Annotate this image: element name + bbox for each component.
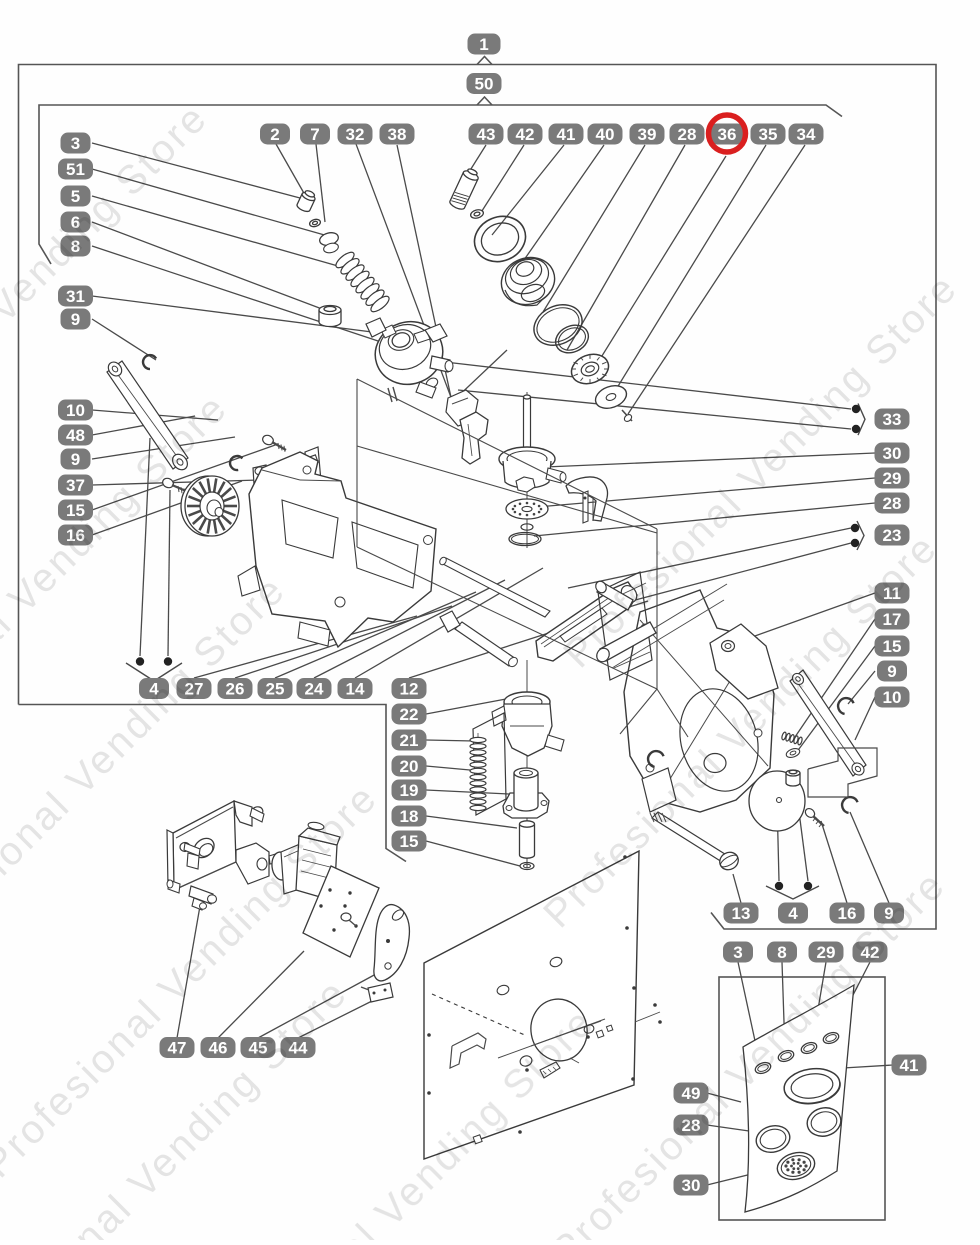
- svg-text:50: 50: [475, 75, 494, 94]
- svg-text:42: 42: [861, 943, 880, 962]
- svg-text:30: 30: [682, 1176, 701, 1195]
- svg-text:17: 17: [883, 610, 902, 629]
- svg-text:9: 9: [71, 450, 80, 469]
- svg-text:31: 31: [66, 287, 85, 306]
- svg-text:51: 51: [66, 160, 85, 179]
- svg-text:33: 33: [883, 410, 902, 429]
- svg-text:45: 45: [249, 1039, 268, 1058]
- svg-text:23: 23: [883, 526, 902, 545]
- svg-text:9: 9: [884, 904, 893, 923]
- svg-text:19: 19: [400, 781, 419, 800]
- svg-text:15: 15: [400, 832, 419, 851]
- svg-text:14: 14: [346, 680, 365, 699]
- svg-text:3: 3: [733, 943, 742, 962]
- svg-text:29: 29: [883, 469, 902, 488]
- svg-text:46: 46: [209, 1039, 228, 1058]
- svg-text:43: 43: [477, 125, 496, 144]
- svg-text:34: 34: [797, 125, 816, 144]
- svg-text:9: 9: [887, 662, 896, 681]
- svg-text:24: 24: [305, 680, 324, 699]
- svg-text:8: 8: [777, 943, 786, 962]
- svg-text:44: 44: [289, 1039, 308, 1058]
- svg-text:8: 8: [71, 237, 80, 256]
- svg-text:10: 10: [883, 688, 902, 707]
- svg-text:39: 39: [638, 125, 657, 144]
- svg-text:7: 7: [310, 125, 319, 144]
- svg-text:28: 28: [883, 494, 902, 513]
- svg-text:28: 28: [678, 125, 697, 144]
- svg-text:30: 30: [883, 444, 902, 463]
- svg-text:16: 16: [66, 526, 85, 545]
- svg-text:12: 12: [400, 680, 419, 699]
- svg-text:32: 32: [346, 125, 365, 144]
- svg-text:47: 47: [168, 1039, 187, 1058]
- svg-text:15: 15: [66, 501, 85, 520]
- svg-text:10: 10: [66, 401, 85, 420]
- svg-text:6: 6: [71, 213, 80, 232]
- svg-text:41: 41: [557, 125, 576, 144]
- svg-text:20: 20: [400, 757, 419, 776]
- svg-text:5: 5: [71, 187, 80, 206]
- svg-text:21: 21: [400, 731, 419, 750]
- svg-text:41: 41: [900, 1056, 919, 1075]
- svg-text:37: 37: [66, 476, 85, 495]
- svg-text:48: 48: [66, 426, 85, 445]
- svg-text:36: 36: [718, 125, 737, 144]
- svg-text:9: 9: [71, 310, 80, 329]
- svg-text:28: 28: [682, 1116, 701, 1135]
- svg-text:4: 4: [788, 904, 798, 923]
- svg-text:42: 42: [516, 125, 535, 144]
- svg-text:26: 26: [226, 680, 245, 699]
- svg-text:4: 4: [149, 680, 159, 699]
- svg-text:11: 11: [883, 584, 901, 603]
- svg-text:15: 15: [883, 637, 902, 656]
- svg-text:35: 35: [759, 125, 778, 144]
- svg-text:25: 25: [266, 680, 285, 699]
- svg-text:1: 1: [479, 35, 488, 54]
- svg-text:18: 18: [400, 807, 419, 826]
- svg-text:3: 3: [71, 134, 80, 153]
- svg-text:13: 13: [732, 904, 751, 923]
- svg-text:38: 38: [388, 125, 407, 144]
- svg-text:29: 29: [817, 943, 836, 962]
- svg-text:49: 49: [682, 1084, 701, 1103]
- svg-text:16: 16: [838, 904, 857, 923]
- svg-text:40: 40: [596, 125, 615, 144]
- svg-text:22: 22: [400, 705, 419, 724]
- svg-text:2: 2: [270, 125, 279, 144]
- svg-text:27: 27: [185, 680, 204, 699]
